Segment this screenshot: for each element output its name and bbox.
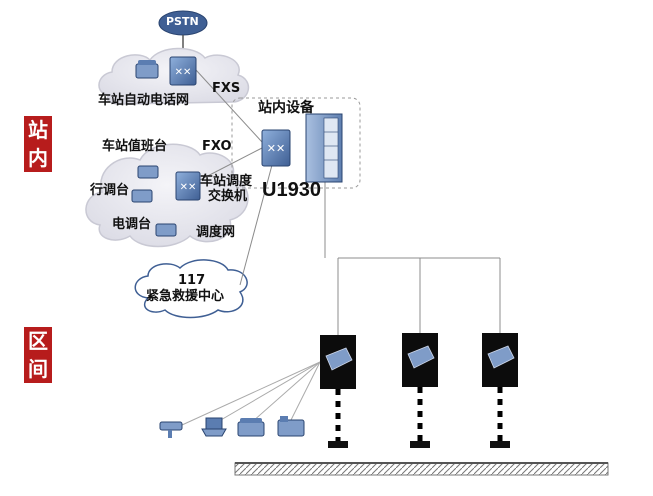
device-model-label: U1930	[262, 179, 321, 201]
svg-text:✕✕: ✕✕	[175, 67, 192, 78]
power-dispatch-phone-icon	[155, 223, 177, 237]
station-auto-phone-net-label: 车站自动电话网	[98, 93, 190, 108]
zone-inside-label: 站 内	[24, 116, 52, 172]
auto-exchange-switch-icon: ✕✕	[169, 56, 197, 86]
fxo-label: FXO	[202, 139, 232, 154]
u1930-rack-icon	[305, 113, 343, 183]
station-equipment-box	[231, 97, 361, 189]
duty-desk-phone-icon	[137, 165, 159, 179]
dispatch-switch-icon: ✕✕	[175, 171, 201, 201]
emergency-number-label: 117	[178, 273, 206, 288]
wires	[195, 69, 501, 335]
dispatch-switch-label-line-1: 车站调度	[200, 174, 253, 189]
trackside-terminal-2	[402, 333, 438, 448]
zone-section-label: 区 间	[24, 327, 52, 383]
fxs-label: FXS	[212, 81, 241, 96]
zone-inside-char-1: 站	[28, 118, 48, 142]
desk-phone-icon	[237, 418, 265, 437]
emergency-center-label: 紧急救援中心	[146, 289, 225, 304]
camera-icon	[159, 421, 183, 438]
u1930-switch-icon: ✕✕	[261, 129, 291, 167]
station-duty-desk-label: 车站值班台	[102, 139, 168, 154]
railway-track	[234, 462, 609, 476]
laptop-icon	[201, 417, 227, 437]
power-dispatch-desk-label: 电调台	[112, 217, 152, 232]
endpoint-links	[181, 361, 321, 426]
emergency-center-cloud	[134, 259, 248, 319]
ip-phone-icon	[277, 416, 305, 437]
zone-inside-char-2: 内	[28, 146, 48, 170]
station-phone-icon	[135, 60, 159, 79]
trackside-terminal-3	[482, 333, 518, 448]
dispatch-net-label: 调度网	[196, 225, 236, 240]
pstn-label: PSTN	[166, 15, 199, 28]
train-dispatch-desk-label: 行调台	[90, 183, 130, 198]
trackside-terminal-1	[320, 335, 356, 448]
zone-section-char-1: 区	[28, 329, 48, 353]
svg-text:✕✕: ✕✕	[180, 182, 197, 193]
svg-text:✕✕: ✕✕	[267, 142, 285, 155]
zone-section-char-2: 间	[28, 357, 48, 381]
dispatch-switch-label-line-2: 交换机	[208, 189, 248, 204]
train-dispatch-phone-icon	[131, 189, 153, 203]
station-equipment-label: 站内设备	[258, 100, 314, 116]
